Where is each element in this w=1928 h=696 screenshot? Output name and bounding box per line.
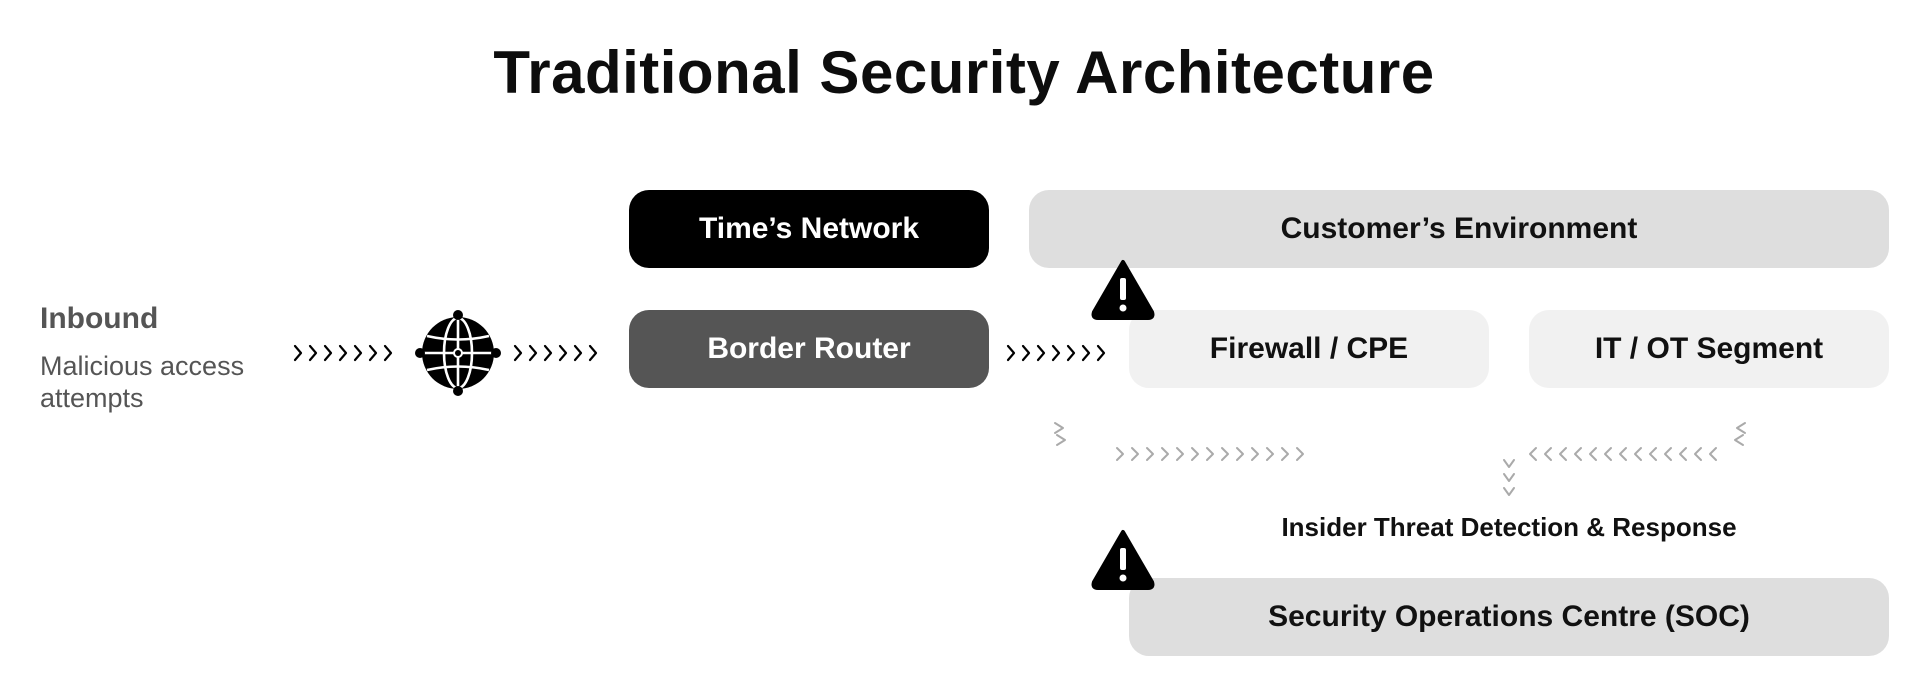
chevron-icon — [1131, 447, 1139, 461]
chevron-icon — [1096, 344, 1106, 362]
times-network-label: Time’s Network — [698, 212, 920, 245]
chevron-icon — [353, 344, 363, 362]
times-network-box: Time’s Network — [629, 190, 989, 268]
flow-arrows-router-to-firewall — [1006, 344, 1106, 362]
chevron-icon — [1116, 447, 1124, 461]
customer-environment-box: Customer’s Environment — [1029, 190, 1889, 268]
chevron-icon — [1589, 447, 1597, 461]
globe-icon — [415, 310, 501, 396]
soc-label: Security Operations Centre (SOC) — [1268, 600, 1750, 633]
chevron-icon — [1081, 344, 1091, 362]
chevron-icon — [1206, 447, 1214, 461]
chevron-icon — [543, 344, 553, 362]
flow-arrows-globe-to-router — [513, 344, 598, 362]
chevron-icon — [1281, 447, 1289, 461]
chevron-icon — [1066, 344, 1076, 362]
chevron-icon — [1296, 447, 1304, 461]
chevron-icon — [1664, 447, 1672, 461]
chevron-icon — [1694, 447, 1702, 461]
chevron-icon — [1544, 447, 1552, 461]
chevron-icon — [1709, 447, 1717, 461]
chevron-icon — [308, 344, 318, 362]
inbound-label: Inbound — [40, 302, 159, 335]
inbound-description: Malicious access attempts — [40, 351, 245, 413]
chevron-icon — [1006, 344, 1016, 362]
chevron-icon — [1146, 447, 1154, 461]
warning-icon — [1091, 260, 1155, 320]
chevron-icon — [558, 344, 568, 362]
insider-arrows-down — [1054, 422, 1746, 496]
border-router-label: Border Router — [707, 332, 911, 365]
chevron-icon — [1036, 344, 1046, 362]
chevron-icon — [1051, 344, 1061, 362]
chevron-icon — [368, 344, 378, 362]
chevron-icon — [1161, 447, 1169, 461]
chevron-icon — [588, 344, 598, 362]
flow-arrows-inbound — [293, 344, 393, 362]
chevron-icon — [1679, 447, 1687, 461]
chevron-icon — [1559, 447, 1567, 461]
chevron-icon — [1021, 344, 1031, 362]
chevron-icon — [1236, 447, 1244, 461]
chevron-icon — [1221, 447, 1229, 461]
chevron-icon — [528, 344, 538, 362]
chevron-icon — [513, 344, 523, 362]
firewall-cpe-label: Firewall / CPE — [1209, 332, 1409, 365]
chevron-icon — [1266, 447, 1274, 461]
it-ot-segment-label: IT / OT Segment — [1594, 332, 1824, 365]
chevron-icon — [1574, 447, 1582, 461]
chevron-icon — [1649, 447, 1657, 461]
chevron-icon — [1604, 447, 1612, 461]
border-router-box: Border Router — [629, 310, 989, 388]
insider-threat-label: Insider Threat Detection & Response — [1281, 512, 1737, 542]
chevron-icon — [1634, 447, 1642, 461]
chevron-icon — [1619, 447, 1627, 461]
warning-icon — [1091, 530, 1155, 590]
insider-arrows-right — [1529, 447, 1717, 461]
chevron-icon — [1251, 447, 1259, 461]
chevron-icon — [323, 344, 333, 362]
chevron-icon — [293, 344, 303, 362]
soc-box: Security Operations Centre (SOC) — [1129, 578, 1889, 656]
it-ot-segment-box: IT / OT Segment — [1529, 310, 1889, 388]
firewall-cpe-box: Firewall / CPE — [1129, 310, 1489, 388]
chevron-icon — [338, 344, 348, 362]
chevron-icon — [573, 344, 583, 362]
customer-environment-label: Customer’s Environment — [1280, 212, 1638, 245]
chevron-icon — [383, 344, 393, 362]
chevron-icon — [1529, 447, 1537, 461]
chevron-icon — [1191, 447, 1199, 461]
chevron-icon — [1176, 447, 1184, 461]
insider-arrows-left — [1116, 447, 1304, 461]
diagram-title: Traditional Security Architecture — [493, 39, 1435, 106]
